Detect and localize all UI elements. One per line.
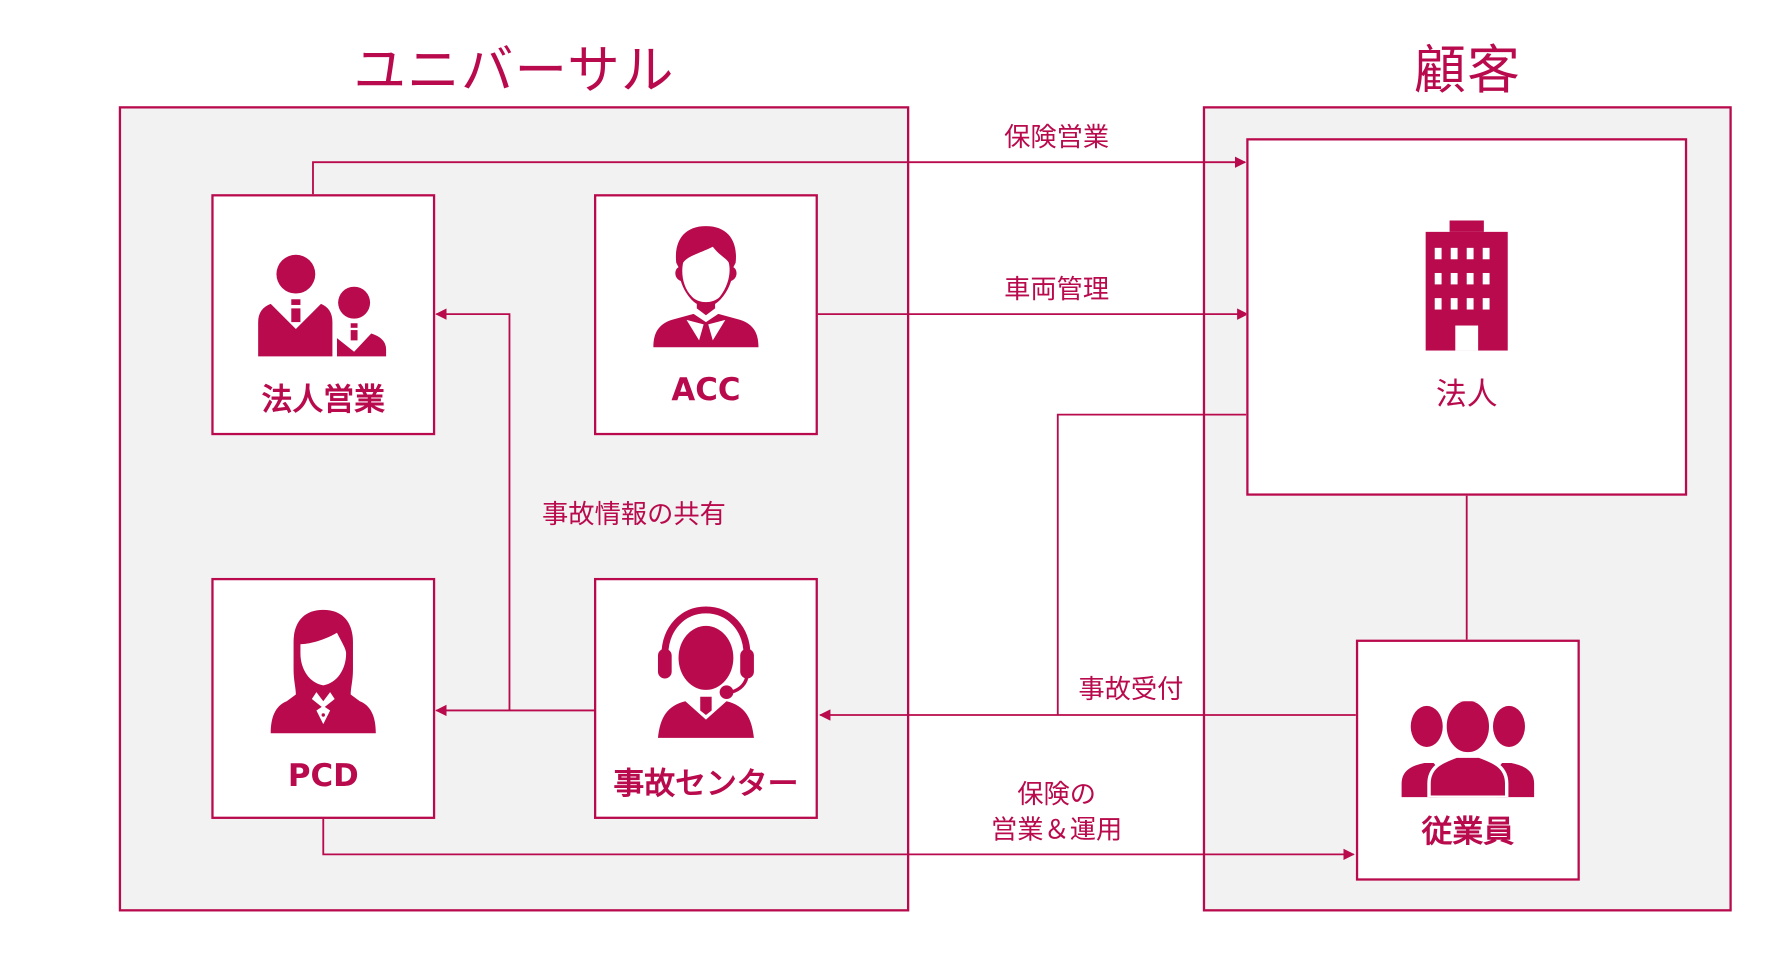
edge-label-accident-reception: 事故受付	[1078, 675, 1184, 705]
node-label-corporate-sales: 法人営業	[261, 382, 385, 419]
node-label-pcd: PCD	[287, 758, 359, 794]
edge-label-vehicle-management: 車両管理	[1004, 275, 1110, 305]
businessman-icon	[653, 226, 759, 348]
node-corporation[interactable]: 法人	[1246, 138, 1688, 496]
group-title-customer: 顧客	[1413, 38, 1521, 101]
edge-label-insurance-sales: 保険営業	[1004, 123, 1110, 154]
node-pcd[interactable]: PCD	[211, 577, 436, 819]
node-corporate-sales[interactable]: 法人営業	[211, 194, 436, 436]
headset-operator-icon	[657, 606, 754, 738]
edge-label-line2: 営業＆運用	[990, 815, 1123, 846]
group-title-universal: ユニバーサル	[353, 38, 675, 101]
node-label-corporation: 法人	[1435, 376, 1498, 413]
node-accident-center[interactable]: 事故センター	[593, 577, 818, 819]
businesswoman-icon	[270, 609, 376, 734]
group-people-icon	[1401, 701, 1535, 798]
node-label-acc: ACC	[671, 372, 741, 408]
business-people-icon	[258, 254, 387, 357]
edge-label-accident-info-sharing: 事故情報の共有	[542, 500, 726, 530]
node-employees[interactable]: 従業員	[1355, 639, 1580, 881]
node-acc[interactable]: ACC	[593, 194, 818, 436]
edge-label-insurance-sales-operation: 保険の 営業＆運用	[965, 778, 1148, 849]
edge-label-line1: 保険の	[1017, 780, 1097, 810]
office-building-icon	[1425, 220, 1508, 351]
node-label-accident-center: 事故センター	[613, 766, 799, 802]
node-label-employees: 従業員	[1421, 814, 1515, 850]
